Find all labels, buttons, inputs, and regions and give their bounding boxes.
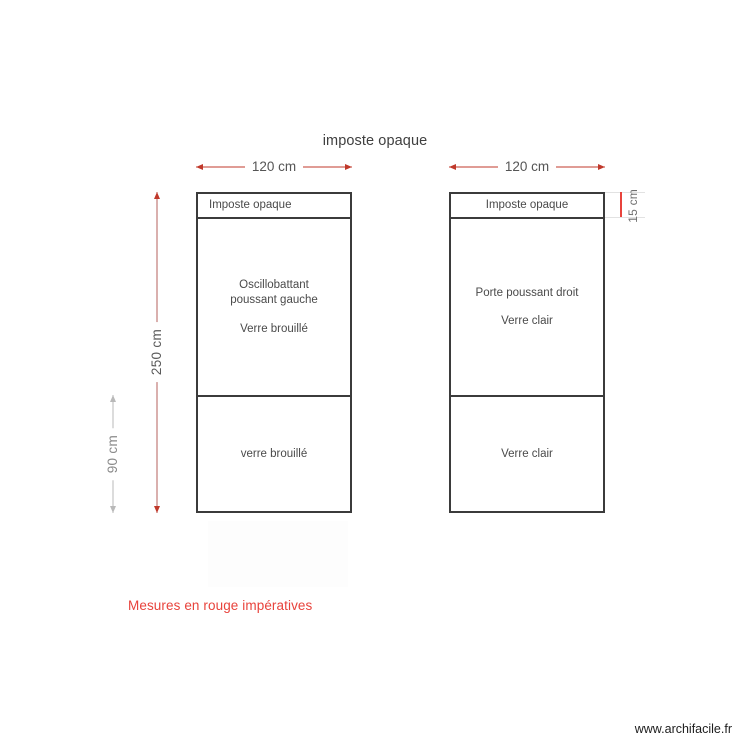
right-panel-imposte-label: Imposte opaque xyxy=(485,199,569,212)
left-panel-lower-label: verre brouillé xyxy=(240,447,308,460)
right-panel[interactable]: Imposte opaque Porte poussant droit Verr… xyxy=(449,192,605,513)
page-title: imposte opaque xyxy=(322,133,428,149)
right-panel-lower-label: Verre clair xyxy=(501,447,553,460)
left-panel-lower-cell[interactable]: verre brouillé xyxy=(198,397,350,511)
left-panel[interactable]: Imposte opaque Oscillobattant poussant g… xyxy=(196,192,352,513)
guide-line-bottom xyxy=(605,217,645,218)
right-panel-main-cell[interactable]: Porte poussant droit Verre clair xyxy=(451,219,603,397)
dimension-width-left: 120 cm xyxy=(196,160,352,174)
arrow-left-icon xyxy=(449,164,456,170)
arrow-right-icon xyxy=(345,164,352,170)
guide-line-top xyxy=(605,192,645,193)
dimension-total-height-label: 250 cm xyxy=(149,322,165,383)
left-panel-imposte-label: Imposte opaque xyxy=(209,199,292,212)
right-panel-main-line-1: Porte poussant droit xyxy=(475,286,579,299)
left-panel-imposte-cell[interactable]: Imposte opaque xyxy=(198,194,350,219)
arrow-down-icon xyxy=(154,506,160,513)
left-panel-main-line-2: poussant gauche xyxy=(230,294,318,307)
dimension-imposte-height-label: 15 cm xyxy=(626,189,640,223)
arrow-up-icon xyxy=(110,395,116,402)
right-panel-imposte-cell[interactable]: Imposte opaque xyxy=(451,194,603,219)
left-panel-main-line-3: Verre brouillé xyxy=(240,322,308,335)
right-panel-lower-cell[interactable]: Verre clair xyxy=(451,397,603,511)
arrow-up-icon xyxy=(154,192,160,199)
dimension-total-height: 250 cm xyxy=(149,192,165,513)
dimension-imposte-height: 15 cm xyxy=(612,189,646,223)
right-panel-main-line-2: Verre clair xyxy=(501,315,553,327)
dimension-marker xyxy=(620,192,622,217)
dimension-lower-height-label: 90 cm xyxy=(105,427,121,481)
arrow-down-icon xyxy=(110,506,116,513)
dimension-width-left-label: 120 cm xyxy=(244,160,304,174)
background-wash xyxy=(208,521,348,587)
imperative-measures-note: Mesures en rouge impératives xyxy=(128,598,313,613)
left-panel-main-line-1: Oscillobattant xyxy=(239,279,309,292)
left-panel-main-cell[interactable]: Oscillobattant poussant gauche Verre bro… xyxy=(198,219,350,397)
arrow-left-icon xyxy=(196,164,203,170)
dimension-lower-height: 90 cm xyxy=(105,395,121,513)
dimension-width-right: 120 cm xyxy=(449,160,605,174)
footer-website: www.archifacile.fr xyxy=(634,722,732,736)
dimension-width-right-label: 120 cm xyxy=(497,160,557,174)
arrow-right-icon xyxy=(598,164,605,170)
